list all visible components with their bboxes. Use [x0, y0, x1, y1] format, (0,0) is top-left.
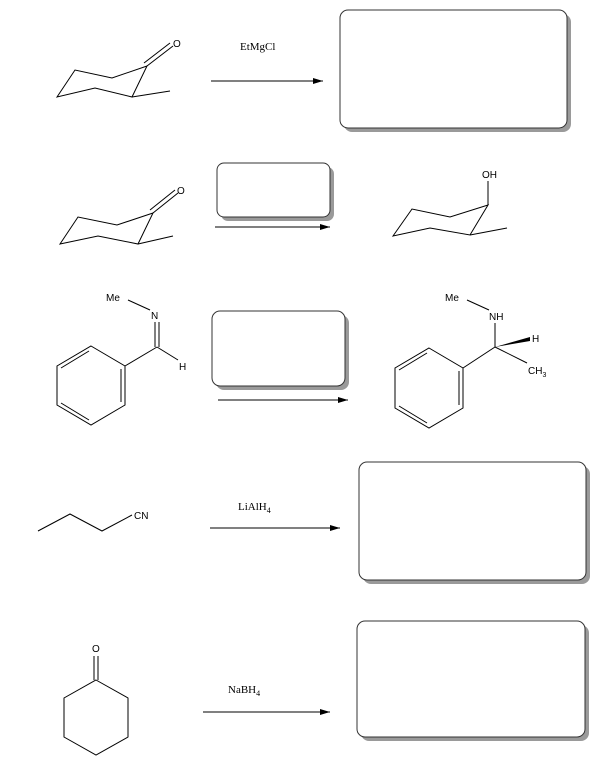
reactant-butanenitrile: CN	[37, 511, 148, 532]
reaction-3: Me N H Me NH H CH3	[56, 293, 546, 429]
product-2-methylcyclohexanol: OH	[391, 170, 508, 237]
atom-label: N	[151, 311, 158, 322]
atom-label: NH	[489, 312, 503, 323]
answer-box-product[interactable]	[356, 620, 589, 741]
atom-label: Me	[445, 293, 459, 304]
reagent-label: NaBH4	[228, 684, 260, 698]
atom-label: Me	[106, 293, 120, 304]
answer-box-reagent[interactable]	[216, 162, 334, 221]
atom-label: CH3	[528, 366, 546, 379]
reactant-imine: Me N H	[56, 293, 186, 426]
answer-box-product[interactable]	[339, 9, 571, 132]
reactant-2-methylcyclohexanone: O	[55, 39, 181, 98]
atom-label: O	[173, 39, 181, 50]
reactant-2-methylcyclohexanone: O	[58, 186, 185, 245]
answer-box-reagent[interactable]	[211, 310, 349, 390]
reactant-cyclohexanone: O	[63, 644, 129, 756]
reagent-label: LiAlH4	[238, 501, 271, 515]
product-amine: Me NH H CH3	[394, 293, 546, 429]
atom-label: CN	[134, 511, 148, 522]
atom-label: O	[92, 644, 100, 655]
reagent-label: EtMgCl	[240, 41, 275, 53]
atom-label: OH	[482, 170, 497, 181]
reaction-1: O EtMgCl	[55, 9, 571, 132]
reaction-5: O NaBH4	[63, 620, 589, 756]
reaction-2: O OH	[58, 162, 508, 245]
atom-label: H	[179, 362, 186, 373]
answer-box-product[interactable]	[358, 461, 590, 584]
reaction-4: CN LiAlH4	[37, 461, 590, 584]
atom-label: O	[177, 186, 185, 197]
atom-label: H	[532, 334, 539, 345]
